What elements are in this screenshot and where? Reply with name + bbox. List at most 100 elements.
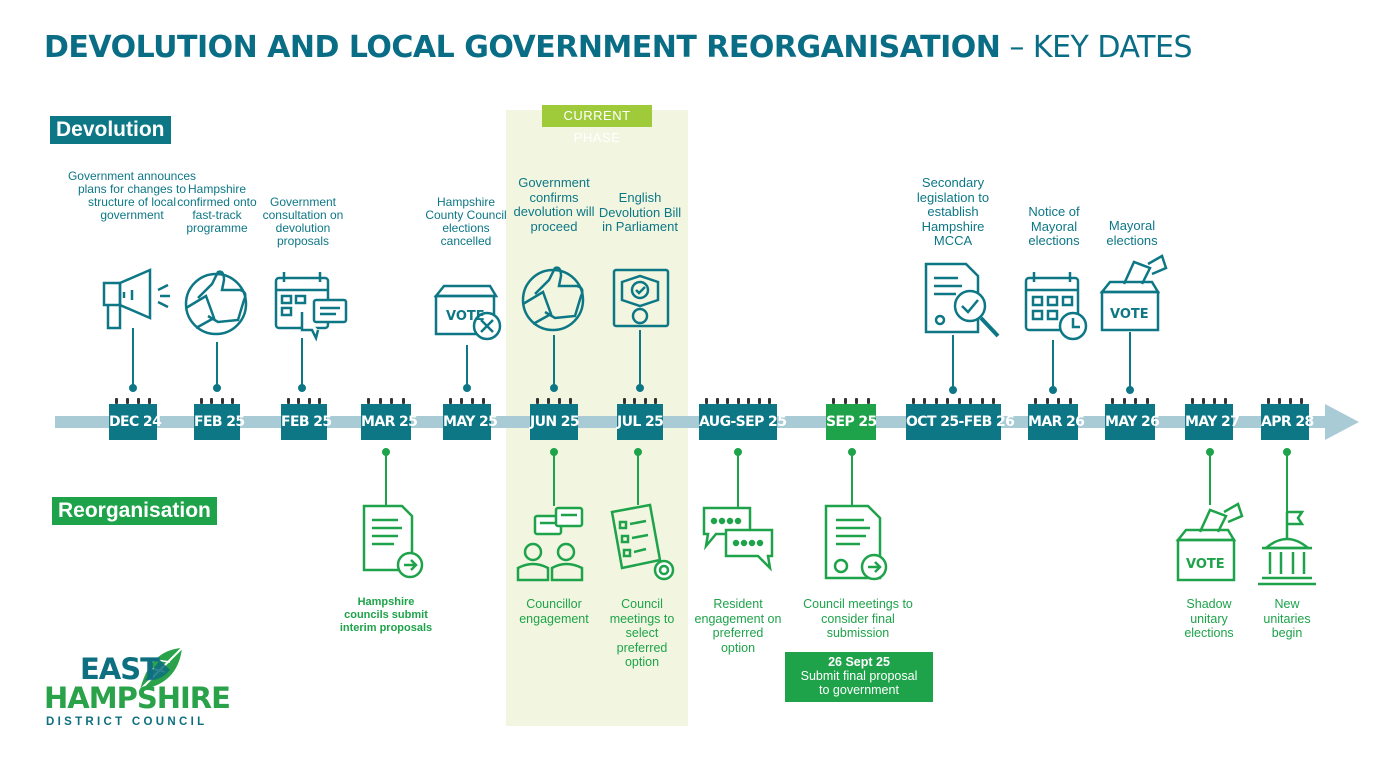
leaf-logo-icon — [139, 647, 183, 691]
calendar-pin — [1224, 398, 1227, 404]
logo-hampshire: HAMPSHIRE — [44, 681, 231, 715]
calendar-pin — [736, 398, 740, 404]
event-jul-25-reo: Council meetings to select preferred opt… — [609, 597, 675, 669]
calendar-pin — [934, 398, 938, 404]
calendar-pin — [643, 398, 647, 404]
certificate-icon — [612, 268, 670, 328]
calendar-pin — [1202, 398, 1205, 404]
calendar-pin — [969, 398, 973, 404]
page-title: DEVOLUTION AND LOCAL GOVERNMENT REORGANI… — [44, 30, 1192, 65]
chat-bubbles-icon — [702, 506, 774, 572]
submission-line2: to government — [819, 683, 899, 697]
title-sub: – KEY DATES — [1000, 30, 1192, 65]
section-reorganisation: Reorganisation — [52, 497, 217, 525]
calendar-pin — [1213, 398, 1216, 404]
event-jun-25: Government confirms devolution will proc… — [513, 175, 595, 234]
event-mar-26: Notice of Mayoral elections — [1028, 204, 1080, 248]
calendar-pin — [757, 398, 761, 404]
event-feb-25-a: Hampshire confirmed onto fast-track prog… — [177, 182, 257, 235]
calendar-pin — [210, 398, 214, 404]
calendar-pin — [318, 398, 321, 404]
calendar-pin — [715, 398, 719, 404]
calendar-pin — [946, 398, 950, 404]
vote-label-2: VOTE — [1110, 307, 1149, 322]
calendar-pin — [1146, 398, 1149, 404]
thumbs-up-icon — [184, 270, 248, 336]
date-mar-26: MAR 26 — [1028, 398, 1085, 440]
calendar-pin — [200, 398, 203, 404]
logo-east: EAST — [80, 652, 160, 686]
submission-line1: Submit final proposal — [800, 669, 918, 683]
calendar-pin — [1057, 398, 1061, 404]
document-arrow-icon — [824, 504, 888, 581]
calendar-pin — [148, 398, 151, 404]
event-mar-25: Hampshire councils submit interim propos… — [339, 596, 433, 634]
event-may-26: Mayoral elections — [1106, 218, 1158, 248]
calendar-pin — [297, 398, 301, 404]
checklist-icon — [610, 503, 675, 581]
calendar-pin — [482, 398, 485, 404]
section-devolution: Devolution — [50, 116, 171, 144]
title-main: DEVOLUTION AND LOCAL GOVERNMENT REORGANI… — [44, 30, 1001, 65]
calendar-pin — [912, 398, 915, 404]
calendar-clock-icon — [1024, 272, 1088, 341]
people-chat-icon — [516, 506, 584, 582]
calendar-pin — [402, 398, 405, 404]
date-may-26: MAY 26 — [1105, 398, 1160, 440]
date-feb-25-b: FEB 25 — [281, 398, 332, 440]
timeline-arrow — [1325, 404, 1359, 440]
calendar-pin — [307, 398, 311, 404]
date-aug-sep-25: AUG-SEP 25 — [699, 398, 787, 440]
calendar-pin — [832, 398, 835, 404]
calendar-pin — [1069, 398, 1072, 404]
calendar-pin — [1191, 398, 1194, 404]
calendar-pin — [726, 398, 729, 404]
calendar-pin — [1122, 398, 1126, 404]
event-may-25: Hampshire County Council elections cance… — [425, 195, 507, 248]
calendar-pin — [126, 398, 129, 404]
event-jul-25: English Devolution Bill in Parliament — [598, 190, 682, 234]
building-flag-icon — [1258, 510, 1316, 586]
calendar-pin — [768, 398, 771, 404]
calendar-pin — [1034, 398, 1037, 404]
calendar-pin — [957, 398, 961, 404]
date-jul-25: JUL 25 — [617, 398, 664, 440]
calendar-chat-icon — [274, 272, 348, 342]
calendar-pin — [1300, 398, 1303, 404]
event-sep-25: Council meetings to consider final submi… — [803, 597, 913, 640]
event-may-27: Shadow unitary elections — [1184, 597, 1234, 640]
date-jun-25: JUN 25 — [530, 398, 580, 440]
calendar-pin — [980, 398, 984, 404]
calendar-pin — [231, 398, 234, 404]
calendar-pin — [867, 398, 870, 404]
calendar-pin — [633, 398, 637, 404]
calendar-pin — [547, 398, 550, 404]
calendar-pin — [137, 398, 140, 404]
date-may-25: MAY 25 — [443, 398, 498, 440]
event-oct-25-feb-26: Secondary legislation to establish Hamps… — [916, 175, 990, 248]
document-search-icon — [924, 262, 1000, 338]
date-dec-24: DEC 24 — [109, 398, 162, 440]
calendar-pin — [843, 398, 847, 404]
calendar-pin — [460, 398, 463, 404]
submission-box: 26 Sept 25 Submit final proposal to gove… — [785, 652, 933, 702]
calendar-pin — [449, 398, 452, 404]
vote-label-1: VOTE — [446, 309, 485, 324]
ballot-box-icon — [1099, 254, 1168, 332]
calendar-pin — [747, 398, 750, 404]
date-sep-25: SEP 25 — [826, 398, 877, 440]
calendar-pin — [390, 398, 394, 404]
date-mar-25: MAR 25 — [361, 398, 418, 440]
ballot-box-icon — [1175, 502, 1244, 582]
megaphone-icon — [102, 268, 170, 330]
logo-district-council: DISTRICT COUNCIL — [46, 716, 208, 728]
thumbs-up-icon — [521, 266, 585, 332]
calendar-pin — [378, 398, 382, 404]
calendar-pin — [536, 398, 539, 404]
calendar-pin — [1134, 398, 1138, 404]
calendar-pin — [569, 398, 572, 404]
date-may-27: MAY 27 — [1185, 398, 1240, 440]
date-oct-25-feb-26: OCT 25-FEB 26 — [906, 398, 1015, 440]
event-jun-25-reo: Councillor engagement — [519, 597, 589, 626]
